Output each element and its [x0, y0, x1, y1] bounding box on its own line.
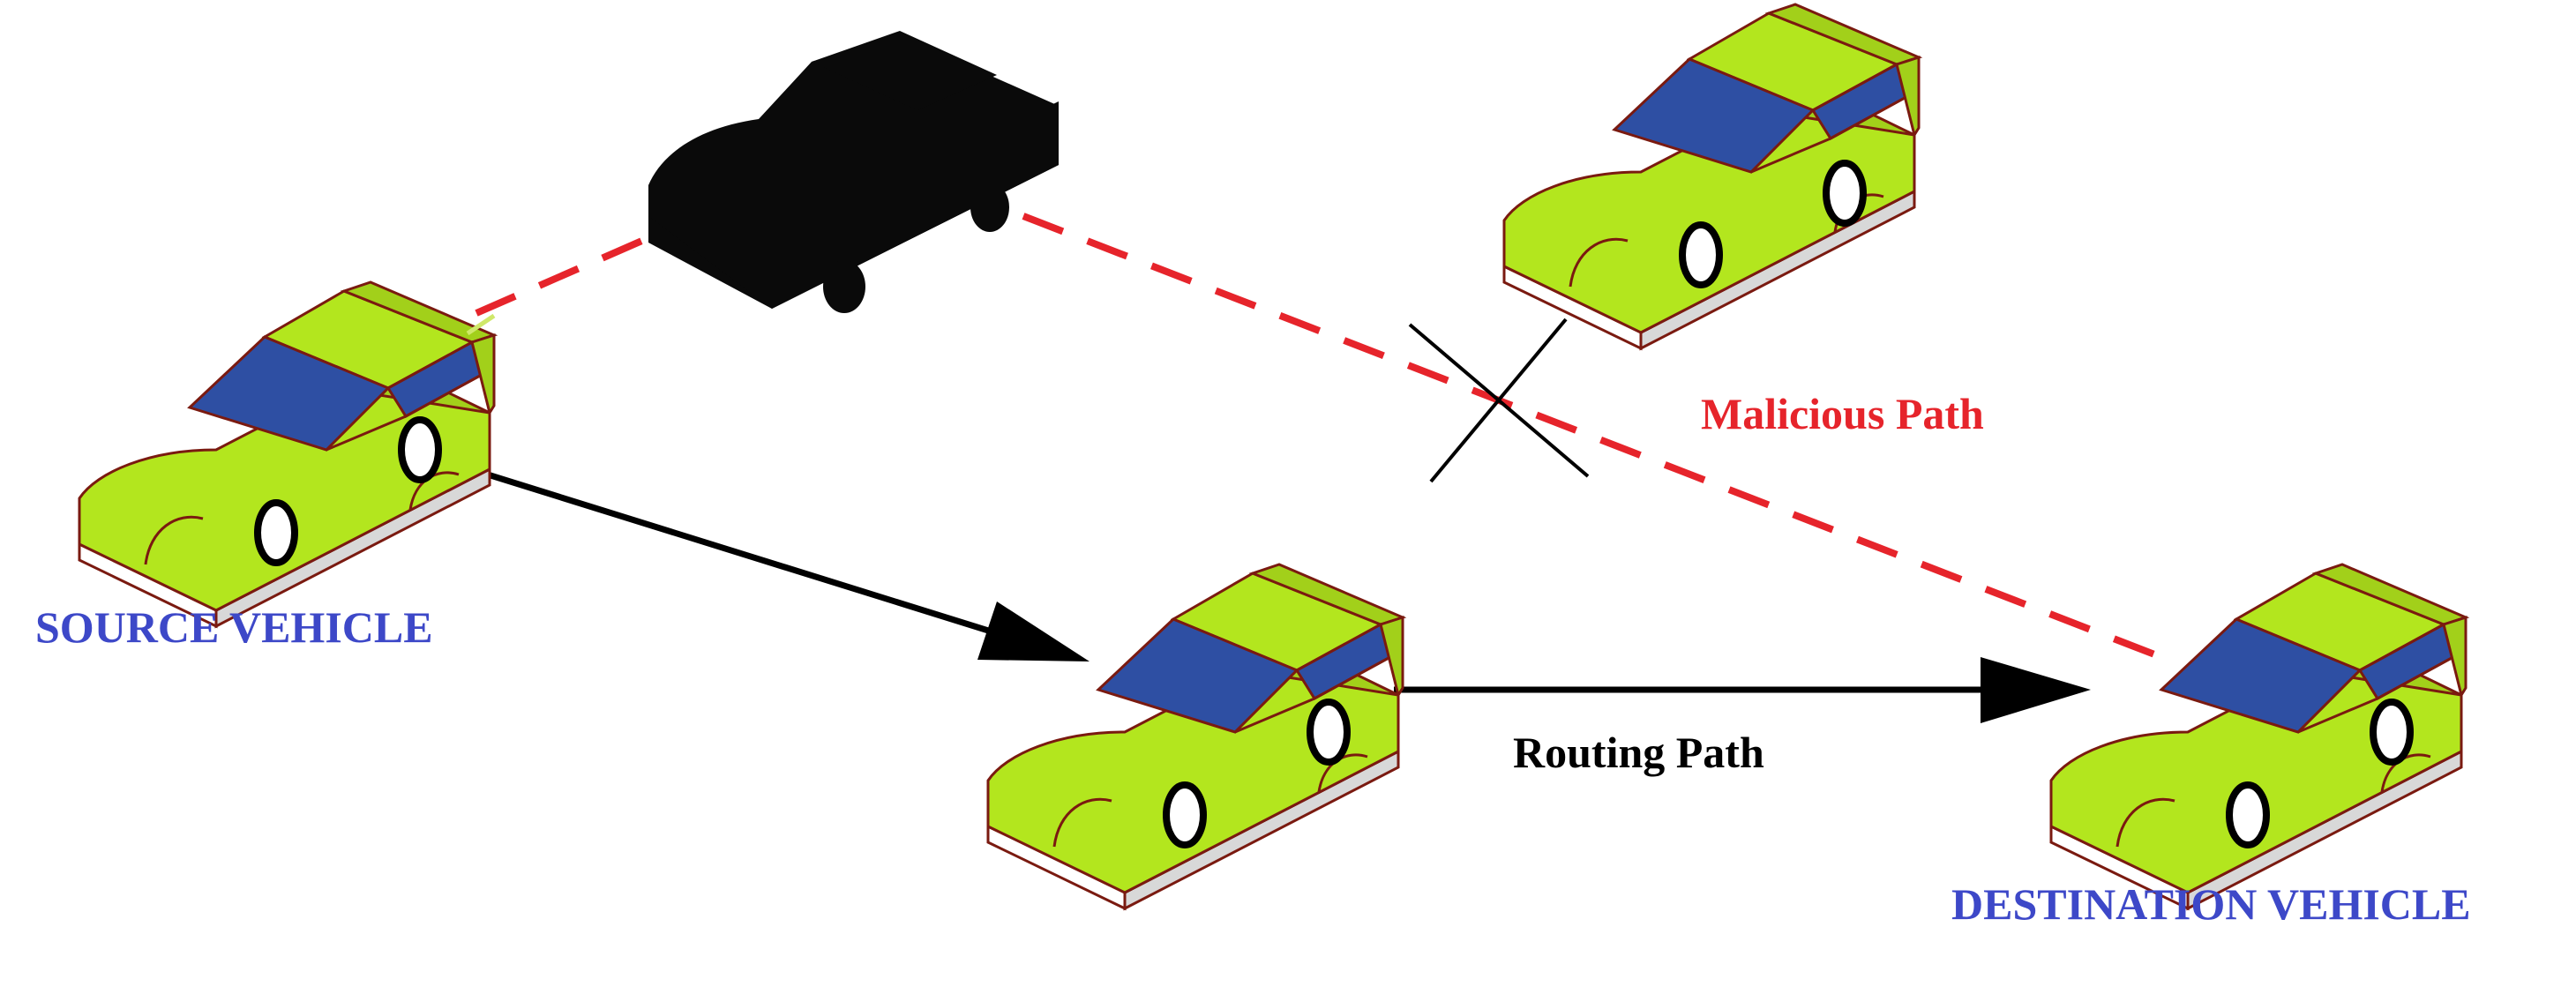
- malicious-vehicle: [648, 31, 1059, 313]
- wheel: [2226, 781, 2270, 848]
- malicious-path: [475, 213, 2163, 661]
- antenna: [466, 313, 496, 336]
- routing-arrowhead-1: [977, 602, 1090, 661]
- wheel: [1307, 699, 1351, 766]
- wheel: [1163, 781, 1207, 848]
- wheel: [254, 499, 298, 566]
- malicious-path-label: Malicious Path: [1701, 389, 1984, 438]
- source-vehicle-label: SOURCE VEHICLE: [35, 602, 433, 652]
- routing-path-label: Routing Path: [1513, 728, 1764, 777]
- source-vehicle: [78, 280, 496, 628]
- destination-vehicle: [2049, 563, 2467, 910]
- blocked-cross-icon: [1408, 318, 1590, 483]
- wheel: [1679, 221, 1723, 288]
- routing-path: [435, 455, 2091, 723]
- neighbor-vehicle: [1502, 3, 1921, 350]
- routing-arrowhead-2: [1981, 657, 2091, 723]
- destination-vehicle-label: DESTINATION VEHICLE: [1951, 879, 2471, 929]
- wheel: [398, 416, 442, 483]
- relay-vehicle: [986, 563, 1404, 910]
- wheel: [1823, 160, 1867, 227]
- wheel: [2370, 699, 2414, 766]
